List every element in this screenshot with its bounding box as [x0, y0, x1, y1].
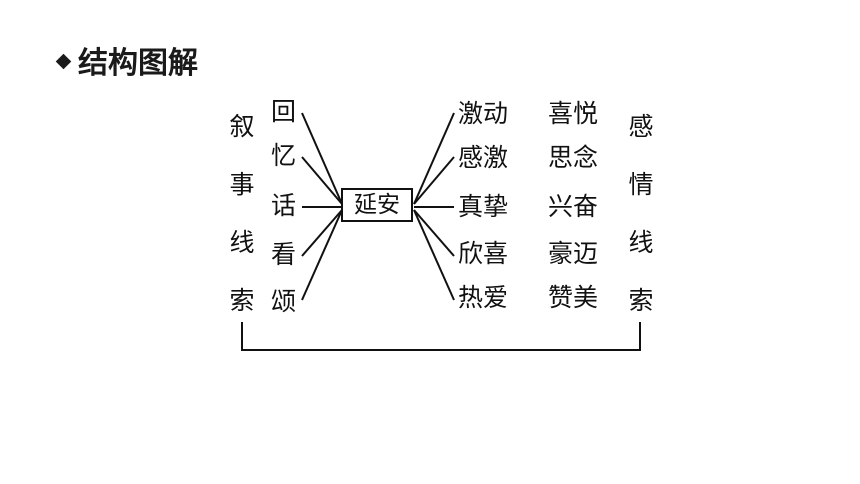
connector-left-4	[301, 209, 343, 257]
left-item: 看	[271, 240, 297, 269]
right-item-word: 热爱	[458, 283, 509, 312]
right-label-char: 感	[628, 112, 654, 141]
left-item: 话	[271, 191, 297, 220]
section-heading: 结构图解	[55, 38, 198, 82]
right-item-word: 兴奋	[548, 192, 599, 221]
left-label-char: 线	[229, 228, 255, 257]
section-heading-text: 结构图解	[78, 46, 198, 81]
connector-left-1	[301, 112, 343, 205]
right-item-word: 赞美	[548, 283, 599, 312]
right-item-word: 真挚	[458, 192, 509, 221]
connector-left-5	[301, 209, 343, 301]
connector-right-4	[413, 209, 455, 257]
connector-right-5	[413, 209, 455, 301]
connector-left-2	[301, 156, 343, 205]
left-label-char: 叙	[229, 112, 255, 141]
right-item-word: 思念	[548, 143, 599, 172]
right-label-char: 情	[628, 170, 654, 199]
left-label-char: 索	[229, 286, 255, 315]
center-node: 延安	[341, 188, 413, 222]
right-item-word: 欣喜	[458, 239, 509, 268]
left-label-char: 事	[229, 170, 255, 199]
right-label-char: 索	[628, 286, 654, 315]
left-item: 颂	[271, 287, 297, 316]
right-column-label: 感 情 线 索	[626, 113, 656, 315]
right-item-word: 感激	[458, 143, 509, 172]
bottom-bracket	[241, 322, 641, 351]
right-item-word: 喜悦	[548, 99, 599, 128]
left-item: 回	[271, 97, 297, 126]
right-item-word: 激动	[458, 99, 509, 128]
right-item-word: 豪迈	[548, 239, 599, 268]
right-label-char: 线	[628, 228, 654, 257]
left-item: 忆	[271, 141, 297, 170]
connector-right-1	[413, 112, 455, 205]
left-column-label: 叙 事 线 索	[227, 113, 257, 315]
connector-right-2	[413, 156, 455, 205]
